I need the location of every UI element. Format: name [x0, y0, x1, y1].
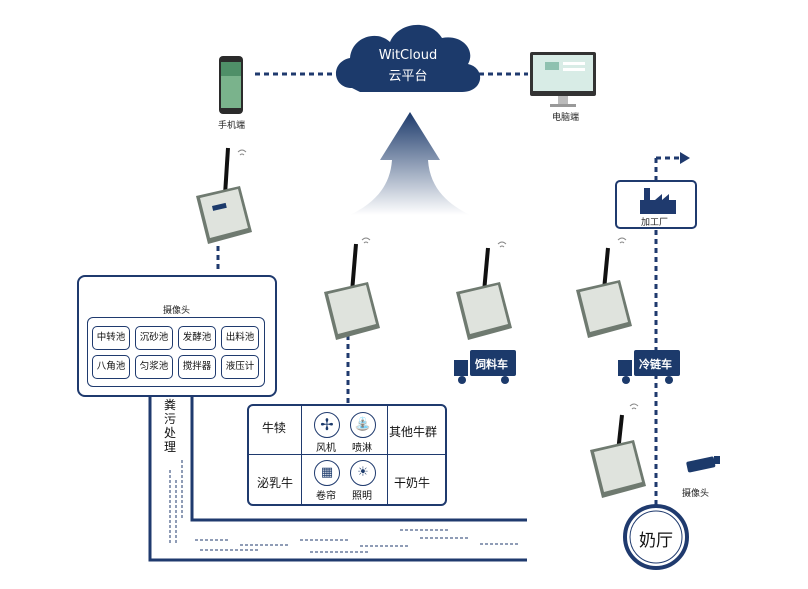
factory-icon [640, 188, 676, 214]
pool-group [87, 317, 265, 387]
computer-icon [530, 52, 596, 107]
fan-icon: ✢ [314, 412, 340, 438]
curtain-label: 卷帘 [316, 491, 336, 502]
barn-other: 其他牛群 [389, 425, 438, 439]
gateway-device-1 [196, 147, 252, 244]
feed-truck-icon [454, 350, 516, 384]
pool-item: 八角池 [92, 355, 130, 379]
gateway-device-4 [576, 247, 632, 338]
manure-camera-label: 摄像头 [163, 306, 191, 316]
cloud-shape [335, 24, 481, 93]
pool-item: 液压计 [221, 355, 259, 379]
pool-item: 沉砂池 [135, 326, 173, 350]
computer-label: 电脑端 [552, 113, 580, 123]
phone-label: 手机端 [218, 121, 246, 131]
pool-item: 匀浆池 [135, 355, 173, 379]
cold-truck-label: 冷链车 [639, 358, 672, 371]
pool-item: 出料池 [221, 326, 259, 350]
cold-truck-icon [618, 350, 680, 384]
export-arrow [680, 152, 690, 164]
curtain-icon: ▦ [314, 460, 340, 486]
pipe-outer [148, 395, 527, 562]
gateway-device-3 [456, 247, 512, 340]
gateway-device-5 [590, 414, 646, 498]
feed-truck-label: 饲料车 [475, 358, 508, 371]
cloud-subtitle: 云平台 [388, 69, 428, 84]
milk-hall-label: 奶厅 [639, 531, 673, 551]
sprinkler-label: 喷淋 [352, 443, 372, 454]
wifi-icons [237, 149, 639, 410]
pool-item: 搅拌器 [178, 355, 216, 379]
barn-box [247, 404, 447, 506]
upload-arrow [350, 112, 470, 215]
side-camera-icon [686, 456, 720, 473]
side-camera-label: 摄像头 [682, 489, 710, 499]
barn-lactating: 泌乳牛 [257, 476, 294, 490]
factory-label: 加工厂 [641, 218, 669, 228]
sprinkler-icon: ⛲ [350, 412, 376, 438]
pipe-inner [190, 395, 527, 522]
pool-item: 发酵池 [178, 326, 216, 350]
manure-box: 摄像头 中转池 沉砂池 发酵池 出料池 八角池 匀浆池 搅拌器 液压计 [77, 275, 277, 397]
fan-label: 风机 [316, 443, 336, 454]
light-label: 照明 [352, 491, 372, 502]
manure-vertical-label: 粪污处理 [164, 398, 177, 454]
cloud-title: WitCloud [378, 48, 438, 63]
pool-item: 中转池 [92, 326, 130, 350]
barn-calf: 牛犊 [262, 421, 287, 435]
barn-dry: 干奶牛 [394, 476, 431, 490]
gateway-device-2 [324, 243, 380, 340]
light-icon: ☀ [350, 460, 376, 486]
phone-icon [219, 56, 243, 114]
